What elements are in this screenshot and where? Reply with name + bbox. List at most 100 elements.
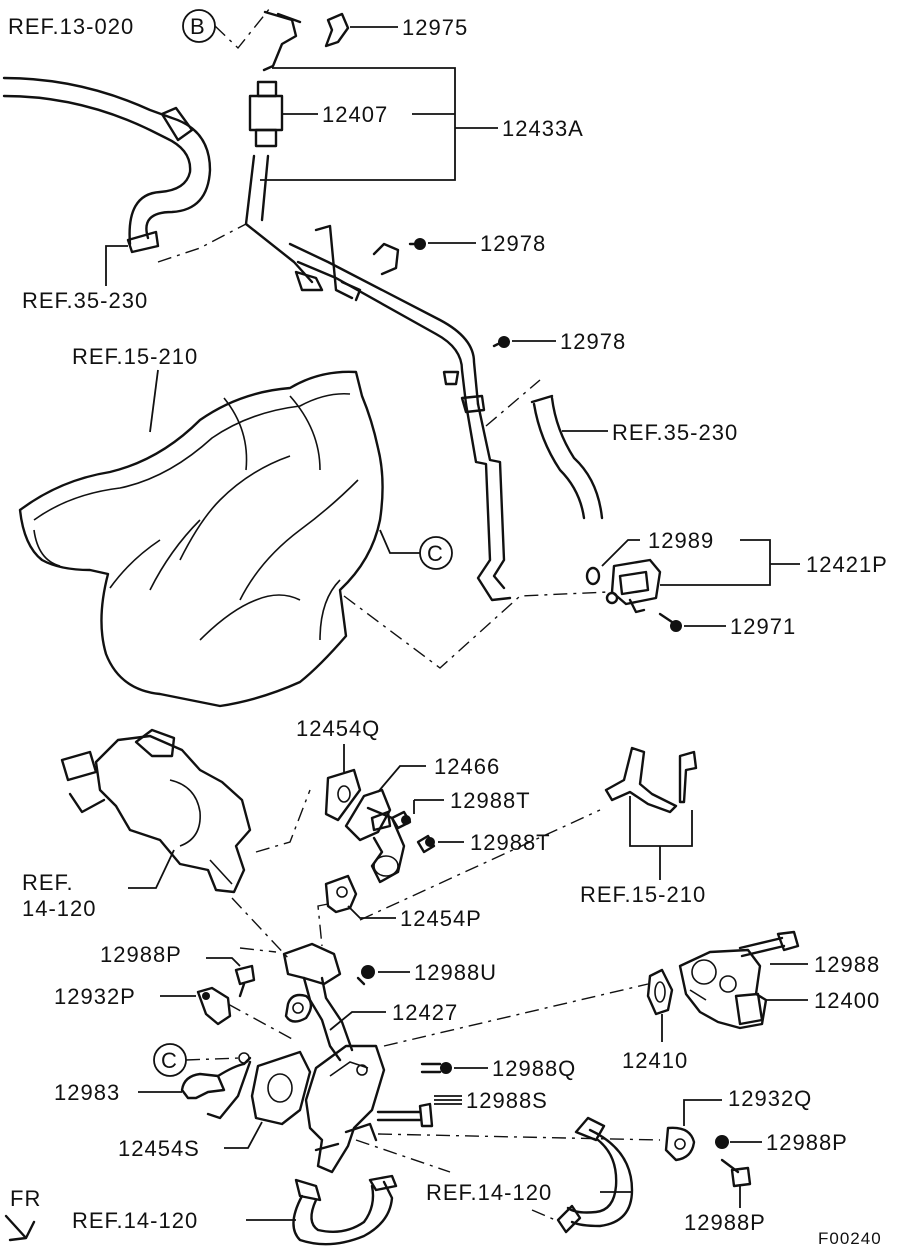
bracket-ref-15-210 [604,746,698,814]
front-arrow-icon [4,1214,36,1242]
label-12988U: 12988U [414,960,497,985]
leader-dash-hose-mid [355,1139,451,1173]
svg-text:C: C [161,1048,178,1073]
bolt-12988 [738,930,800,958]
leader-dash-35-230 [485,379,541,427]
hose-left-clamp [160,106,194,142]
bolt-12978-a [408,238,426,250]
leader-ref-14-120-left [128,849,175,889]
bolt-12988T-a [390,810,412,830]
leader-dash-c-solenoid [343,591,609,669]
label-ref-14-120-left-1: REF. [22,870,74,895]
label-ref-35-230-right: REF.35-230 [612,420,738,445]
label-12988: 12988 [814,952,880,977]
label-12410: 12410 [622,1048,688,1073]
label-12989: 12989 [648,528,714,553]
clamp-12932P [196,986,232,1026]
bracket-12433A [260,67,456,181]
callout-c-marker-top: C [419,536,453,570]
gasket-12454Q-hole [337,785,351,803]
figure-code: F00240 [818,1229,882,1248]
stud-12988S [376,1102,434,1128]
label-12978-a: 12978 [480,231,546,256]
pipe-12427 [282,942,386,1174]
bolt-12988Q [420,1062,452,1074]
label-12988P-bottom: 12988P [684,1210,766,1235]
leader-dash-12454P [317,903,329,947]
hose-right-u [556,1116,634,1234]
leader-12427 [329,1011,386,1031]
bolt-12988T-b [416,834,436,854]
clamp-12932Q [664,1126,696,1162]
hose-right-ref [532,402,586,520]
thermostat-housing [60,728,252,894]
hose-right-ref-b [550,396,604,520]
label-12433A: 12433A [502,116,584,141]
hose-left-big-b [2,94,192,246]
label-ref-35-230-left: REF.35-230 [22,288,148,313]
label-12932P: 12932P [54,984,136,1009]
leader-hose-left-dash [157,223,247,263]
leader-ref-15-210-top [149,369,159,433]
hose-joint [460,394,486,414]
vacuum-hose-upper-b [260,154,270,222]
label-12975: 12975 [402,15,468,40]
gasket-12454Q [324,768,362,822]
label-12454S: 12454S [118,1136,200,1161]
screw-12971 [658,612,682,632]
label-ref-14-120-bottom-left: REF.14-120 [72,1208,198,1233]
intake-manifold [18,370,384,708]
leader-12932Q [683,1099,722,1126]
label-ref-14-120-left-2: 14-120 [22,896,97,921]
leader-dash-c-bottom [185,1057,241,1061]
label-12988S: 12988S [466,1088,548,1113]
gasket-12454P [324,874,358,914]
callout-b-marker: B [182,9,216,43]
label-ref-15-210-mid: REF.15-210 [580,882,706,907]
oring-12989 [585,566,601,586]
leader-dash-hose-right [377,1133,661,1141]
nut-12988P-right [715,1135,729,1149]
leader-12454S [224,1121,263,1149]
svg-text:C: C [427,541,444,566]
hose-right-ref-end [530,394,554,404]
label-12932Q: 12932Q [728,1086,812,1111]
hose-top-clip [276,12,302,24]
hose-to-solenoid [464,402,512,602]
bolt-12978-b [492,336,510,348]
label-12978-b: 12978 [560,329,626,354]
bolt-12988P-top [234,964,256,998]
vacuum-hose-upper [244,154,314,284]
label-fr: FR [10,1186,41,1211]
bracket-lines-ref-15-210 [629,796,693,847]
label-12988Q: 12988Q [492,1056,576,1081]
label-ref-15-210-top: REF.15-210 [72,344,198,369]
label-12421P: 12421P [806,552,888,577]
pipe-12466 [344,788,406,884]
label-12454P: 12454P [400,906,482,931]
clip-12975 [324,12,350,48]
label-12988T-a: 12988T [450,788,531,813]
leader-dash-thermo [239,947,277,953]
hose-to-solenoid-b [476,402,506,590]
label-12988P-right: 12988P [766,1130,848,1155]
gasket-12410-hole [654,981,666,1003]
label-12407: 12407 [322,102,388,127]
hose-bottom-left [292,1174,398,1246]
hose-top-small [262,10,298,72]
svg-text:B: B [190,14,206,39]
label-ref-13-020: REF.13-020 [8,14,134,39]
hose-left-end [126,230,160,254]
leader-c-top [379,529,420,554]
leader-12454P [347,905,396,919]
label-12983: 12983 [54,1080,120,1105]
leader-dash-throttle [383,983,649,1047]
hose-12983 [180,1052,252,1120]
leader-12988P-top [206,957,241,967]
callout-c-marker-bottom: C [153,1043,187,1077]
leader-dash-clamp [227,1003,295,1041]
label-12427: 12427 [392,1000,458,1025]
filter-12407 [248,80,284,148]
leader-b [214,7,271,50]
